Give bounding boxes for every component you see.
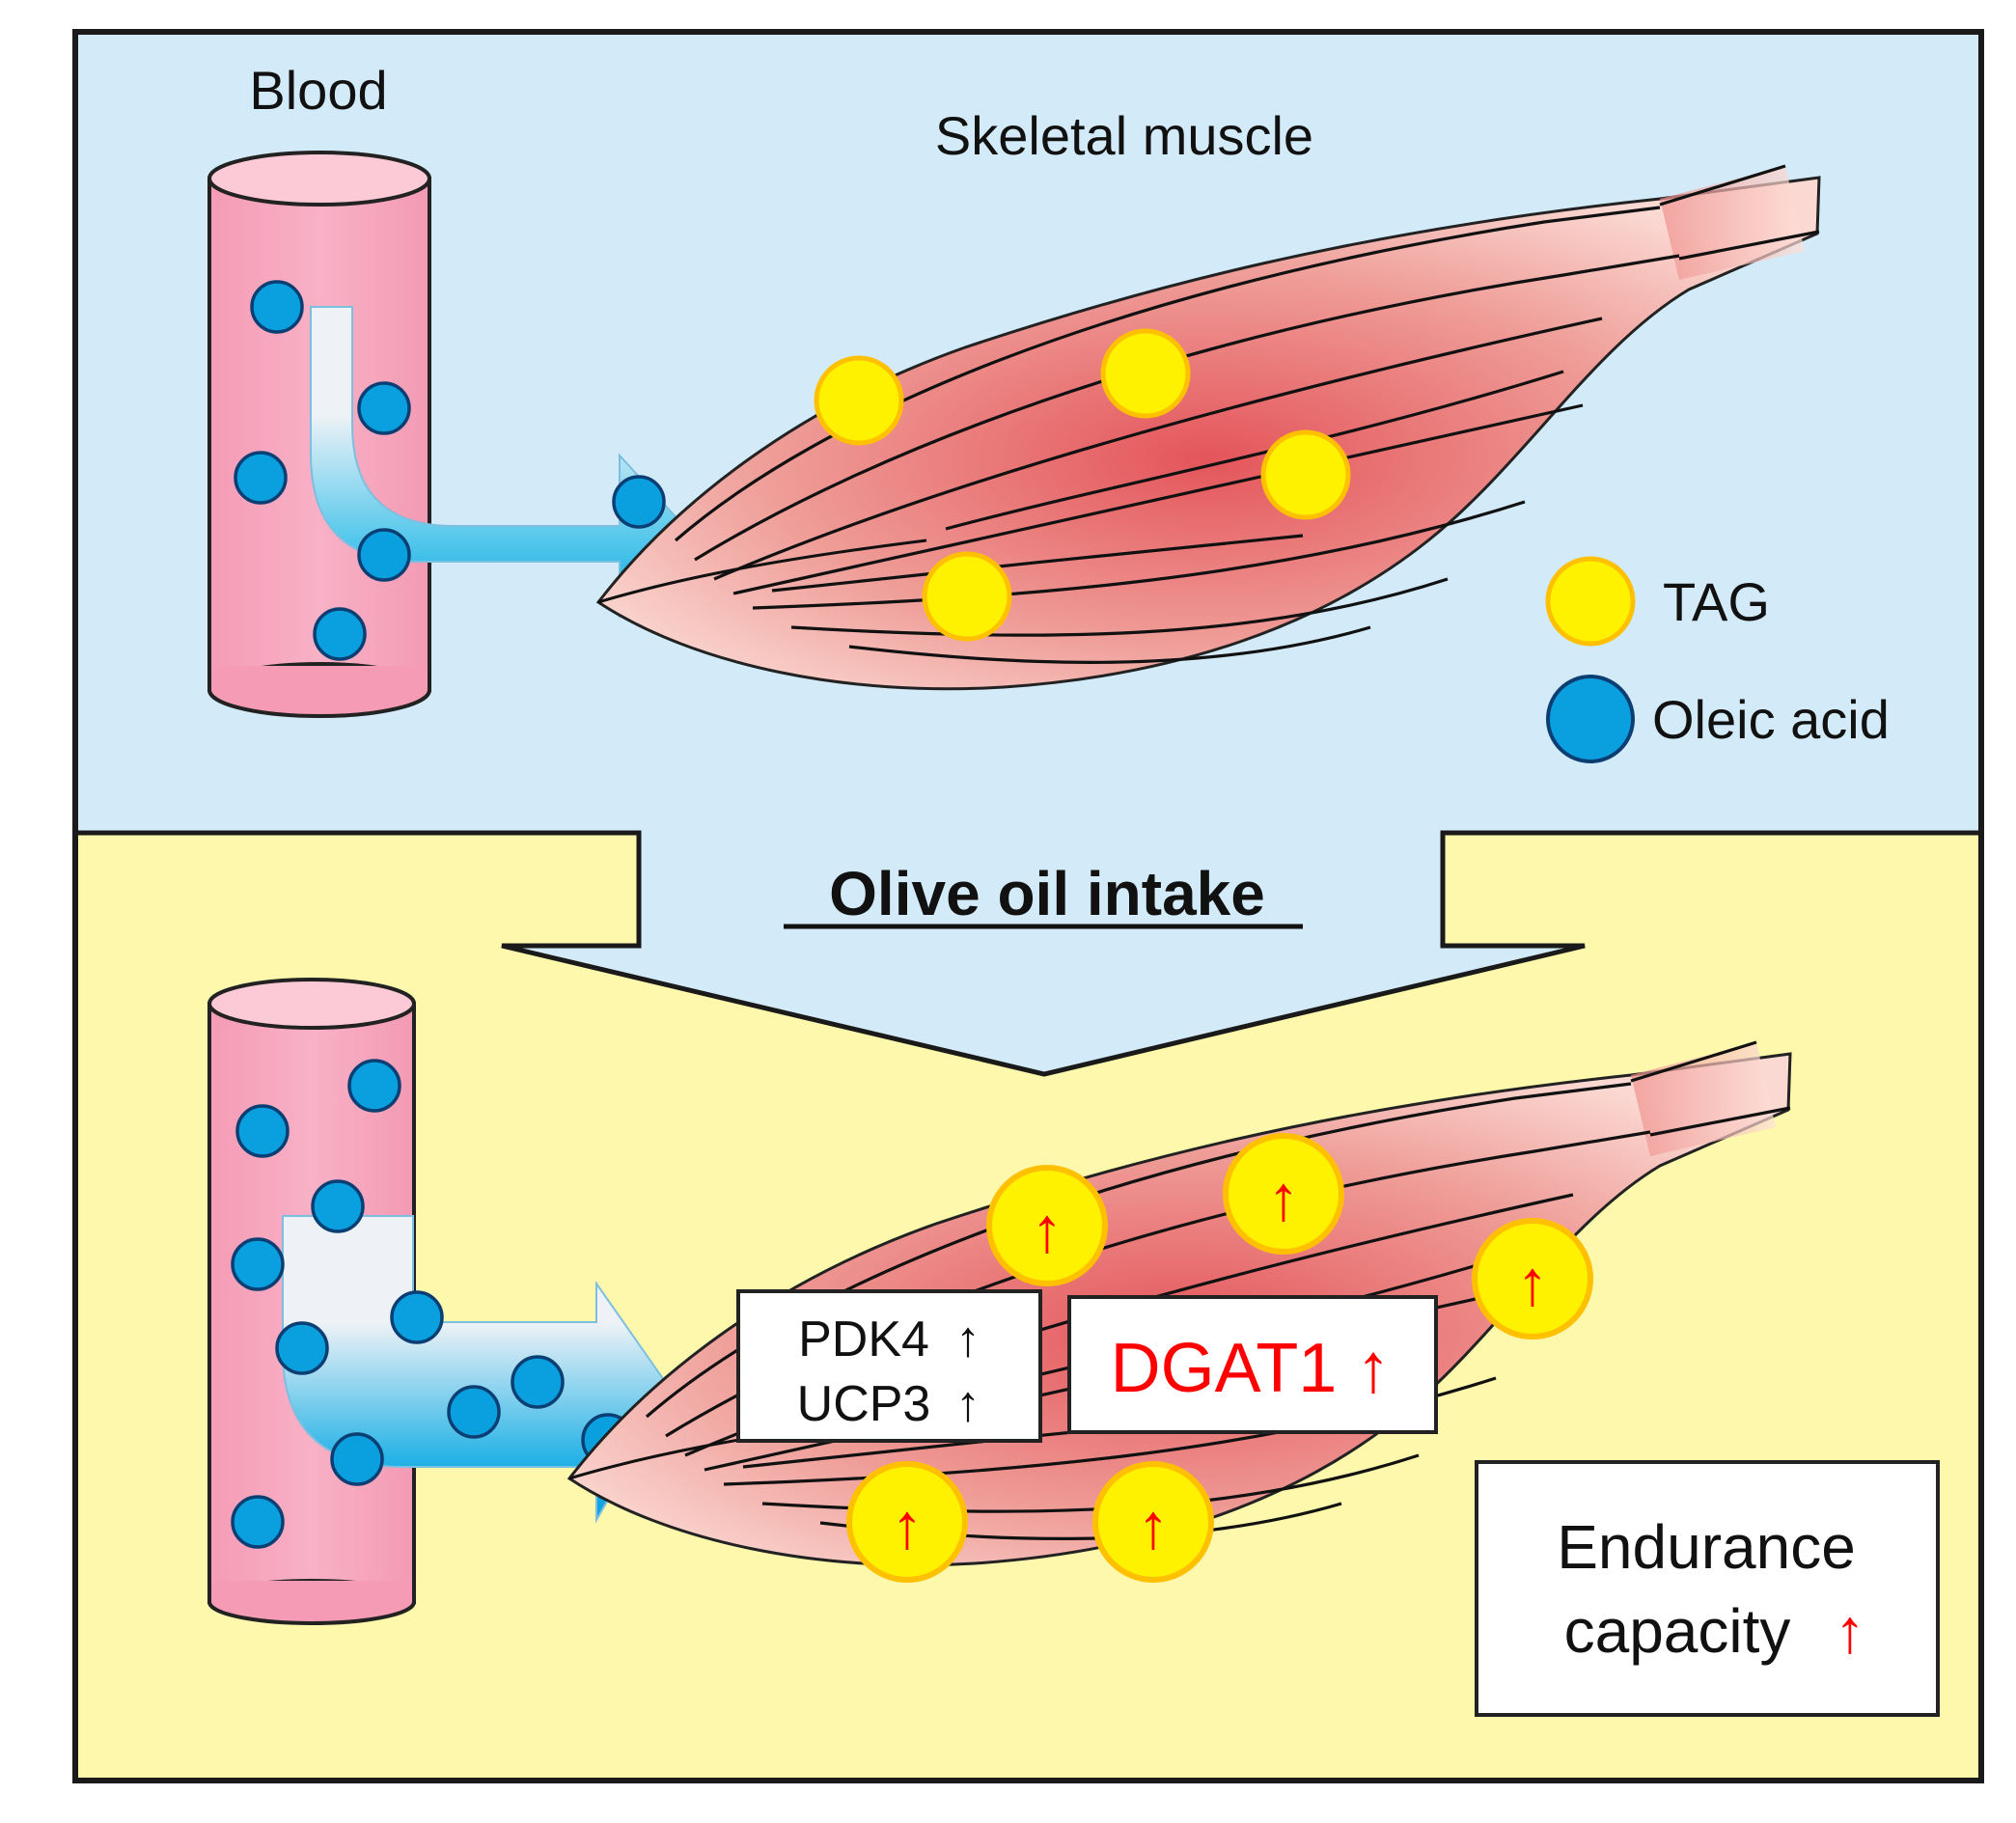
svg-text:↑: ↑ [1138, 1490, 1170, 1561]
endurance-up-arrow: ↑ [1835, 1596, 1865, 1666]
tag-droplet-increased: ↑ [986, 1165, 1108, 1286]
tag-legend-label: TAG [1663, 571, 1770, 632]
dgat1-box: DGAT1 ↑ [1067, 1295, 1438, 1434]
dgat1-label: DGAT1 [1111, 1330, 1338, 1407]
legend: TAG Oleic acid [1545, 556, 1890, 763]
pdk4-up-arrow: ↑ [955, 1312, 980, 1367]
pdk4-label: PDK4 [798, 1312, 929, 1367]
tag-droplet-increased: ↑ [1092, 1461, 1214, 1583]
tag-legend-icon [1545, 556, 1636, 647]
svg-text:↑: ↑ [1517, 1247, 1549, 1318]
svg-text:↑: ↑ [1032, 1194, 1063, 1265]
endurance-line1: Endurance [1557, 1512, 1856, 1582]
tag-droplets-top [814, 328, 1351, 642]
intake-arrow [75, 830, 1981, 1077]
oleic-legend-icon [1546, 675, 1635, 763]
ucp3-up-arrow: ↑ [955, 1376, 980, 1432]
svg-text:↑: ↑ [892, 1490, 924, 1561]
endurance-line2: capacity [1564, 1596, 1791, 1666]
oleic-acid-dots-top [234, 280, 666, 661]
oleic-legend-label: Oleic acid [1652, 689, 1890, 750]
ucp3-label: UCP3 [797, 1376, 931, 1432]
blood-label: Blood [249, 60, 387, 121]
endurance-box: Endurance capacity ↑ [1475, 1460, 1940, 1717]
dgat1-up-arrow: ↑ [1356, 1330, 1391, 1407]
tag-droplet-increased: ↑ [1472, 1218, 1593, 1340]
tag-droplet-increased: ↑ [1223, 1133, 1344, 1255]
intake-label: Olive oil intake [829, 859, 1265, 928]
figure-frame [72, 29, 1984, 1783]
tag-droplets-bottom: ↑ ↑ ↑ ↑ ↑ [846, 1133, 1593, 1583]
muscle-label: Skeletal muscle [935, 105, 1313, 166]
svg-text:↑: ↑ [1268, 1162, 1300, 1233]
oleic-acid-dots-bottom [231, 1059, 635, 1549]
tag-droplet-increased: ↑ [846, 1461, 968, 1583]
pdk4-ucp3-box: PDK4 ↑ UCP3 ↑ [736, 1289, 1042, 1443]
